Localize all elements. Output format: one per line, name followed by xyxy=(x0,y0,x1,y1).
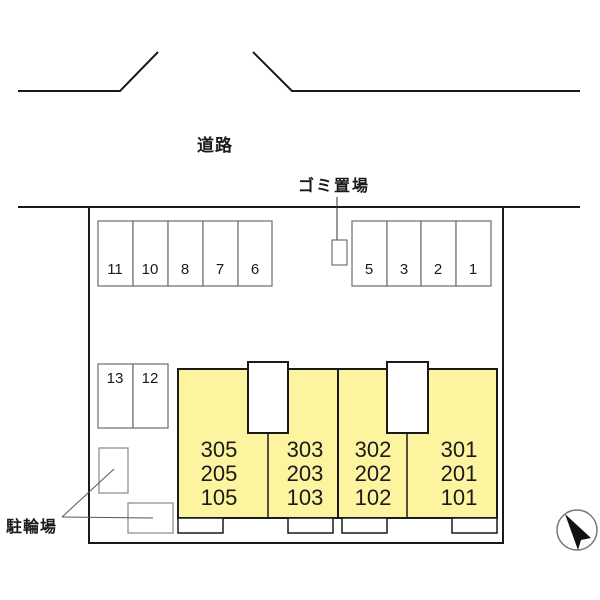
bike-parking-box-1 xyxy=(98,447,129,494)
trash-area-label: ゴミ置場 xyxy=(298,176,371,195)
trash-area-box xyxy=(331,239,348,266)
parking-slot-label: 5 xyxy=(364,261,374,278)
unit-number-floor2: 202 xyxy=(354,461,392,486)
unit-label-group: 305 205 105 xyxy=(184,438,254,510)
unit-label-group: 301 201 101 xyxy=(424,438,494,510)
unit-number-floor2: 201 xyxy=(440,461,478,486)
parking-slot-label: 10 xyxy=(141,261,159,278)
parking-slot-label: 11 xyxy=(107,261,123,278)
unit-number-floor1: 101 xyxy=(440,485,478,510)
unit-number-floor2: 203 xyxy=(286,461,324,486)
bicycle-parking-label: 駐輪場 xyxy=(6,517,58,536)
unit-number-floor3: 305 xyxy=(200,437,238,462)
parking-slot-label: 7 xyxy=(215,261,225,278)
unit-number-floor1: 103 xyxy=(286,485,324,510)
unit-number-floor3: 302 xyxy=(354,437,392,462)
bike-leader-line-1 xyxy=(61,468,115,518)
road-label: 道路 xyxy=(197,136,233,156)
unit-number-floor1: 105 xyxy=(200,485,238,510)
road-edge-left xyxy=(18,51,159,92)
bike-leader-line-2 xyxy=(61,516,154,519)
staircase-left xyxy=(247,361,289,434)
parking-group-top-right xyxy=(351,220,492,287)
lot-boundary xyxy=(88,207,504,544)
parking-slot-label: 12 xyxy=(141,370,159,387)
parking-slot-label: 2 xyxy=(433,261,443,278)
staircase-right xyxy=(386,361,429,434)
parking-slot-label: 13 xyxy=(106,370,124,387)
north-arrow-icon xyxy=(556,509,598,551)
parking-slot-label: 3 xyxy=(399,261,409,278)
parking-slot-label: 8 xyxy=(180,261,190,278)
unit-label-group: 303 203 103 xyxy=(270,438,340,510)
unit-label-group: 302 202 102 xyxy=(338,438,408,510)
parking-slot-label: 6 xyxy=(250,261,260,278)
unit-number-floor3: 303 xyxy=(286,437,324,462)
unit-number-floor2: 205 xyxy=(200,461,238,486)
parking-slot-label: 1 xyxy=(468,261,478,278)
parking-group-left xyxy=(97,363,169,429)
parking-group-top-left xyxy=(97,220,273,287)
porches xyxy=(177,517,498,534)
road-edge-right xyxy=(252,51,580,92)
unit-number-floor1: 102 xyxy=(354,485,392,510)
unit-number-floor3: 301 xyxy=(440,437,478,462)
